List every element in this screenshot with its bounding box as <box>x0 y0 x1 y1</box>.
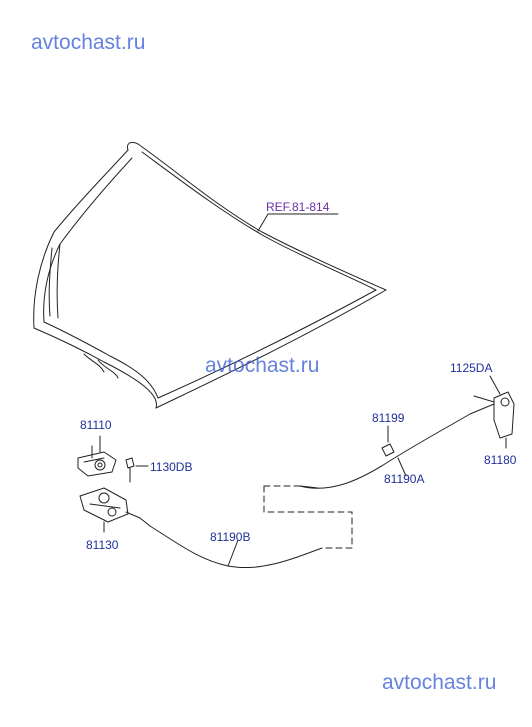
part-1130DB: 1130DB <box>150 460 193 474</box>
part-81110: 81110 <box>80 418 112 432</box>
ref-label: REF.81-814 <box>266 200 330 214</box>
bolt-1130DB <box>125 457 149 483</box>
part-81190A: 81190A <box>384 472 425 486</box>
part-81190B: 81190B <box>210 530 251 544</box>
part-81199: 81199 <box>372 411 405 425</box>
watermark-middle: avtochast.ru <box>205 354 320 377</box>
part-1125DA: 1125DA <box>450 361 493 375</box>
watermark-bottom: avtochast.ru <box>382 671 497 694</box>
cable-81190A <box>299 403 495 489</box>
handle-81180 <box>473 375 515 449</box>
clip-81199 <box>381 425 395 457</box>
part-81180: 81180 <box>484 453 517 467</box>
part-81130: 81130 <box>86 538 119 552</box>
latch-81130 <box>79 487 151 533</box>
hood-panel <box>33 141 387 409</box>
watermark-top: avtochast.ru <box>31 31 146 54</box>
latch-81110 <box>77 435 117 477</box>
